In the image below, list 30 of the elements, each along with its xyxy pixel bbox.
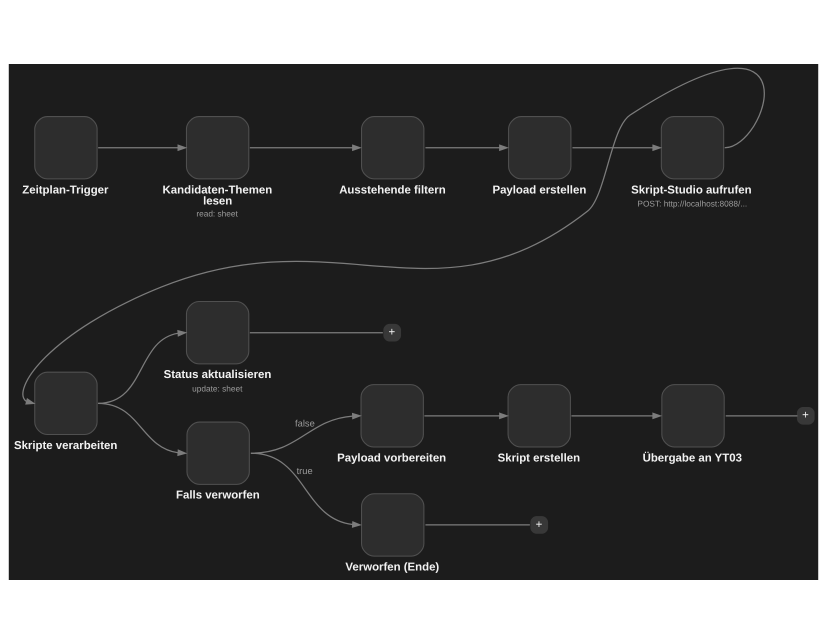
connector	[726, 414, 798, 416]
arrow	[98, 144, 188, 151]
arrow	[98, 402, 188, 456]
edge-label: false	[295, 418, 315, 428]
arrow	[250, 452, 362, 528]
node-label: Payload erstellen	[492, 184, 586, 196]
node-label: Falls verworfen	[176, 489, 260, 502]
arrow	[98, 329, 188, 404]
arrow	[250, 144, 362, 151]
edge-label: true	[296, 466, 313, 476]
node-label: Zeitplan-Trigger	[22, 184, 108, 196]
connector	[425, 524, 530, 526]
node-label: Skripte verarbeiten	[14, 439, 118, 452]
node-label: Skript-Studio aufrufen	[631, 184, 752, 196]
node-label: Verworfen (Ende)	[345, 560, 440, 573]
node-label: Status aktualisieren	[164, 368, 272, 381]
arrow	[572, 144, 662, 151]
node-label: Ausstehende filtern	[339, 184, 446, 196]
arrow	[425, 144, 509, 151]
node-label: Skript erstellen	[498, 452, 580, 464]
node-label: Kandidaten-Themen lesen	[162, 184, 272, 208]
node-label: update: sheet	[192, 382, 242, 393]
node-label: Payload vorbereiten	[337, 452, 446, 464]
node-label: read: sheet	[196, 208, 238, 218]
arrow	[571, 412, 662, 419]
node-label: Übergabe an YT03	[642, 452, 742, 464]
arrow	[22, 68, 764, 404]
node-label: POST: http://localhost:8088/...	[637, 198, 748, 208]
connector	[250, 332, 383, 333]
arrow	[424, 412, 509, 419]
